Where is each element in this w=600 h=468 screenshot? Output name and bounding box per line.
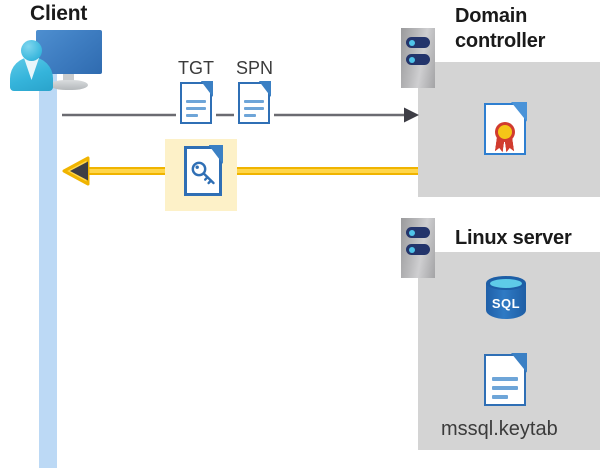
linux-server-rack-icon — [401, 218, 435, 278]
domain-controller-rack-icon — [401, 28, 435, 88]
monitor-base-icon — [50, 80, 88, 90]
certificate-seal-icon — [492, 121, 518, 152]
domain-controller-title-line2: controller — [455, 30, 546, 52]
linux-server-title: Linux server — [455, 227, 572, 249]
request-arrow — [62, 107, 419, 123]
user-head-icon — [21, 40, 42, 61]
response-arrow — [62, 156, 418, 186]
keytab-filename-label: mssql.keytab — [441, 418, 558, 440]
keytab-document-icon — [484, 353, 527, 406]
tgt-document-icon — [180, 81, 213, 124]
sql-database-label: SQL — [491, 296, 521, 311]
spn-label: SPN — [236, 58, 274, 78]
client-title: Client — [30, 2, 88, 25]
key-glyph-icon — [191, 161, 215, 185]
user-icon — [10, 40, 53, 91]
sql-database-icon: SQL — [486, 276, 526, 326]
monitor-neck-icon — [63, 74, 74, 83]
domain-controller-title-line1: Domain — [455, 5, 528, 27]
spn-document-icon — [238, 81, 271, 124]
domain-controller-title: Domain controller — [455, 4, 595, 54]
tgt-label: TGT — [178, 58, 214, 78]
client-lifeline — [39, 62, 57, 468]
certificate-document-icon — [484, 102, 527, 155]
key-document-icon — [184, 145, 223, 196]
